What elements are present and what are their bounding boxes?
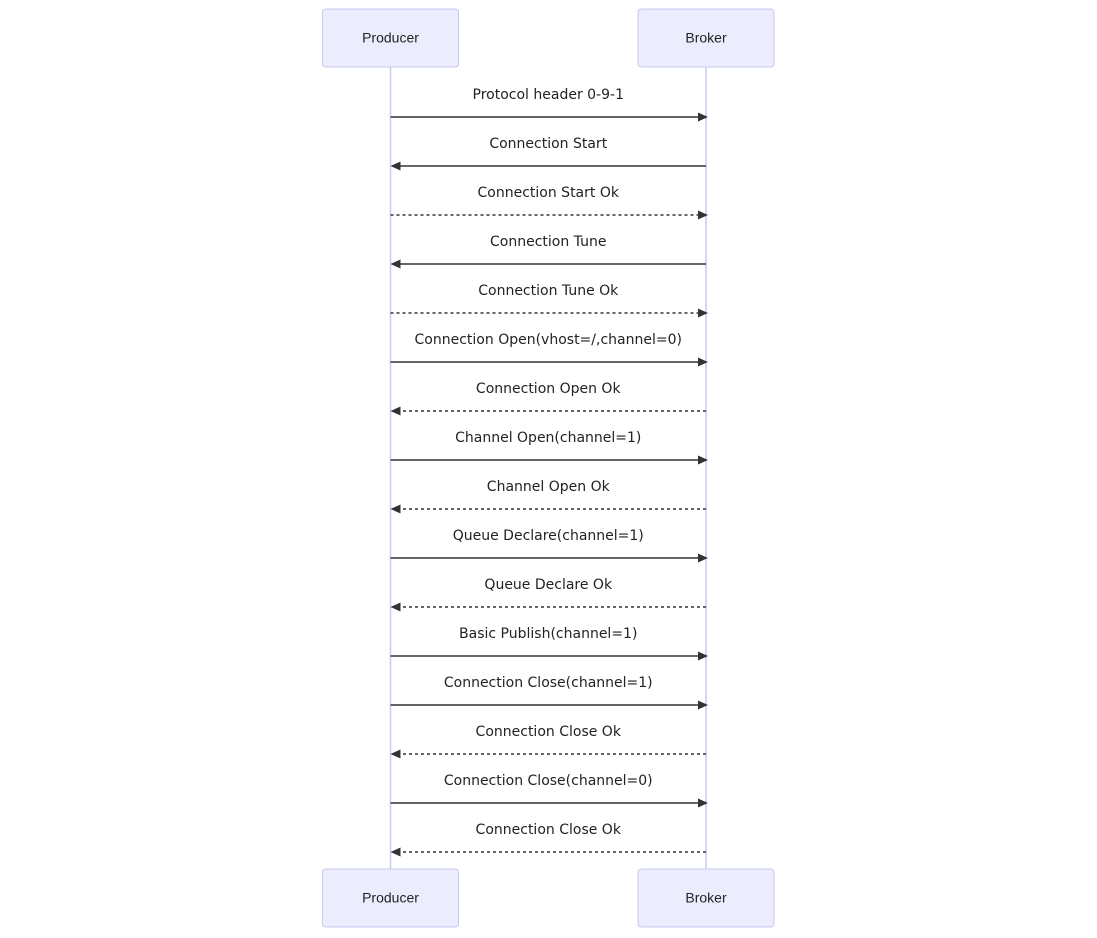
message-label: Basic Publish(channel=1) (459, 626, 637, 642)
message-label: Connection Close Ok (476, 822, 622, 838)
message-14: Connection Close Ok (390, 724, 706, 759)
producer-actor-label-bottom: Producer (362, 890, 419, 906)
message-label: Connection Close Ok (476, 724, 622, 740)
producer-actor-top: Producer (322, 8, 459, 68)
lifelines (389, 67, 707, 869)
message-9: Channel Open Ok (390, 479, 706, 514)
message-label: Queue Declare(channel=1) (453, 528, 644, 544)
message-15: Connection Close(channel=0) (390, 773, 708, 808)
broker-actor-bottom: Broker (637, 868, 775, 928)
arrowhead-icon (390, 749, 401, 759)
message-16: Connection Close Ok (390, 822, 706, 857)
message-label: Protocol header 0-9-1 (473, 87, 624, 103)
arrowhead-icon (390, 847, 401, 857)
producer-actor-label-top: Producer (362, 30, 419, 46)
message-label: Connection Start (489, 136, 607, 152)
message-8: Channel Open(channel=1) (390, 430, 708, 465)
message-6: Connection Open(vhost=/,channel=0) (390, 332, 708, 367)
message-label: Connection Start Ok (478, 185, 620, 201)
broker-actor-top: Broker (637, 8, 775, 68)
broker-actor-box-top (637, 8, 775, 68)
message-label: Queue Declare Ok (484, 577, 613, 593)
message-1: Protocol header 0-9-1 (390, 87, 708, 122)
arrowhead-icon (698, 455, 708, 465)
message-label: Connection Close(channel=0) (444, 773, 653, 789)
message-13: Connection Close(channel=1) (390, 675, 708, 710)
message-12: Basic Publish(channel=1) (390, 626, 708, 661)
arrowhead-icon (698, 308, 708, 318)
arrowhead-icon (698, 700, 708, 710)
arrowhead-icon (698, 553, 708, 563)
arrowhead-icon (390, 161, 401, 171)
actors-top: Producer Broker (322, 8, 775, 68)
broker-actor-label-top: Broker (685, 30, 727, 46)
message-3: Connection Start Ok (390, 185, 708, 220)
message-2: Connection Start (390, 136, 706, 171)
arrowhead-icon (390, 406, 401, 416)
message-label: Channel Open(channel=1) (455, 430, 641, 446)
message-4: Connection Tune (390, 234, 706, 269)
message-7: Connection Open Ok (390, 381, 706, 416)
producer-actor-box-top (322, 8, 459, 68)
producer-actor-box-bottom (322, 868, 459, 928)
message-label: Connection Close(channel=1) (444, 675, 653, 691)
message-5: Connection Tune Ok (390, 283, 708, 318)
message-label: Connection Tune Ok (478, 283, 619, 299)
producer-actor-bottom: Producer (322, 868, 459, 928)
arrowhead-icon (698, 651, 708, 661)
arrowhead-icon (390, 504, 401, 514)
actors-bottom: Producer Broker (322, 868, 775, 928)
broker-actor-box-bottom (637, 868, 775, 928)
arrowhead-icon (698, 210, 708, 220)
message-label: Connection Open(vhost=/,channel=0) (415, 332, 682, 348)
arrowhead-icon (698, 357, 708, 367)
arrowhead-icon (390, 259, 401, 269)
arrowhead-icon (698, 798, 708, 808)
message-10: Queue Declare(channel=1) (390, 528, 708, 563)
message-label: Channel Open Ok (487, 479, 611, 495)
arrowhead-icon (390, 602, 401, 612)
message-label: Connection Tune (490, 234, 606, 250)
arrowhead-icon (698, 112, 708, 122)
message-11: Queue Declare Ok (390, 577, 706, 612)
broker-actor-label-bottom: Broker (685, 890, 727, 906)
message-label: Connection Open Ok (476, 381, 622, 397)
